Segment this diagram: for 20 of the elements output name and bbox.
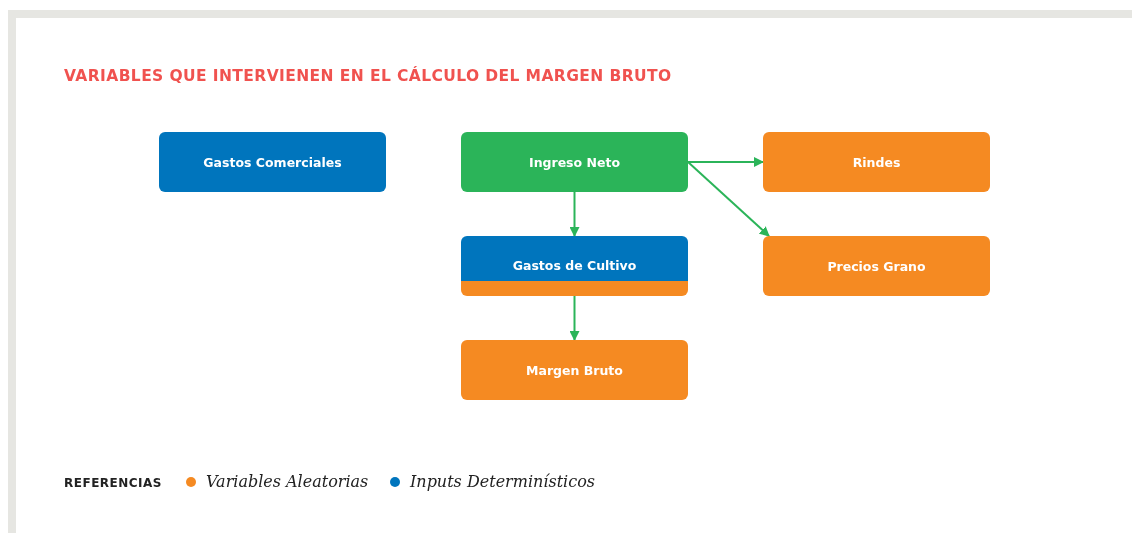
box-label: Precios Grano bbox=[827, 258, 926, 274]
variable-box bbox=[461, 340, 688, 400]
diagram-title: VARIABLES QUE INTERVIENEN EN EL CÁLCULO DEL MARGEN BRUTO bbox=[64, 67, 672, 85]
arrow bbox=[569, 191, 580, 237]
legend-label: Variables Aleatorias bbox=[206, 472, 369, 491]
legend-heading: REFERENCIAS bbox=[64, 476, 162, 490]
box-label: Rindes bbox=[852, 154, 901, 170]
arrow bbox=[569, 295, 580, 341]
box-label: Margen Bruto bbox=[526, 362, 623, 378]
variable-box bbox=[461, 132, 688, 192]
legend-label: Inputs Determinísticos bbox=[410, 472, 595, 491]
variable-box bbox=[763, 236, 990, 296]
box-label: Gastos de Cultivo bbox=[512, 258, 637, 273]
arrow bbox=[687, 157, 764, 167]
variable-box bbox=[159, 132, 386, 192]
variable-box bbox=[461, 236, 688, 296]
variable-box bbox=[763, 132, 990, 192]
arrow bbox=[687, 161, 770, 237]
box-label: Ingreso Neto bbox=[529, 154, 620, 170]
box-label: Gastos Comerciales bbox=[203, 154, 342, 170]
